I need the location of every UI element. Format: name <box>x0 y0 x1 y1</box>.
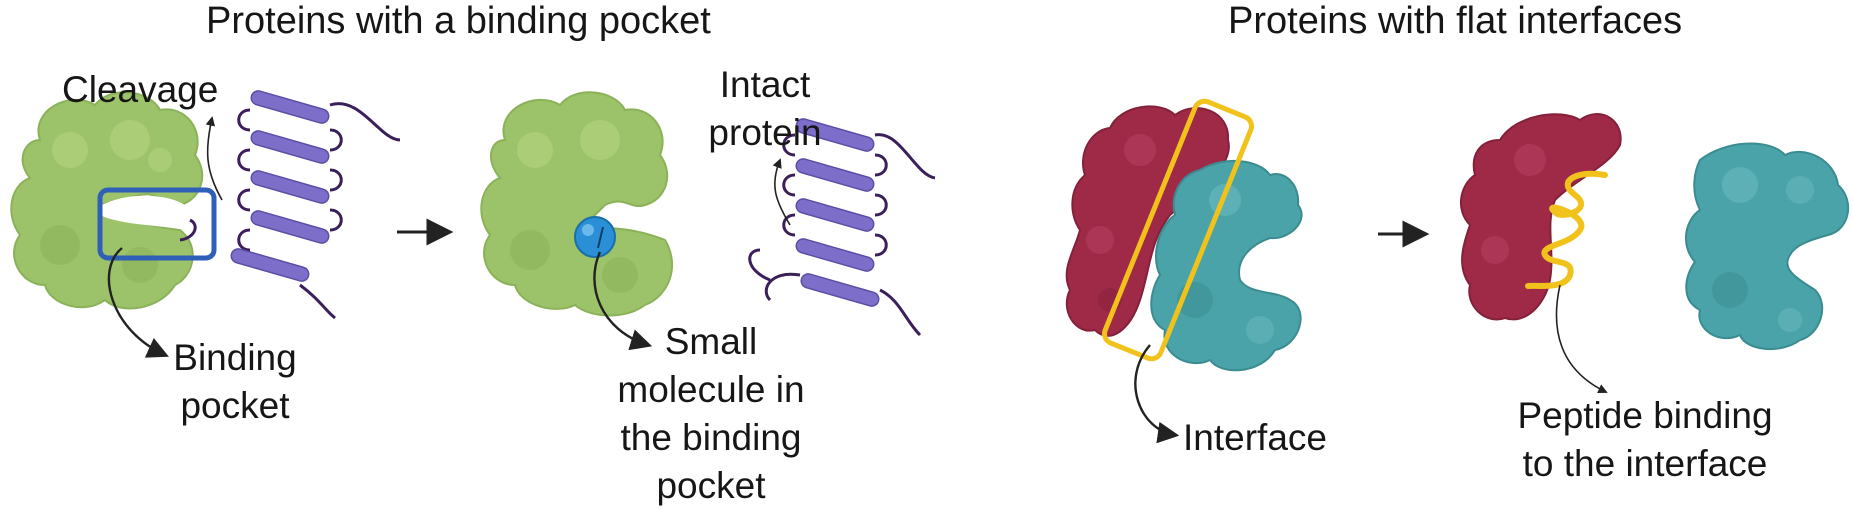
cleavage-arrow <box>205 116 223 201</box>
binding-pocket-arrow <box>107 247 169 358</box>
label-intact-line2: protein <box>708 112 822 153</box>
label-intact-line1: Intact <box>719 64 811 105</box>
label-small-molecule-line4: pocket <box>656 465 766 506</box>
pocket-protein-left <box>10 91 204 310</box>
label-interface: Interface <box>1183 417 1327 458</box>
substrate-protein-right <box>748 118 936 337</box>
pocket-protein-right <box>480 91 674 317</box>
label-binding-pocket-line1: Binding <box>173 337 297 378</box>
label-binding-pocket: Binding pocket <box>160 334 310 430</box>
interface-arrow <box>1134 344 1180 444</box>
label-small-molecule: Small molecule in the binding pocket <box>601 318 821 510</box>
label-cleavage: Cleavage <box>62 69 219 110</box>
label-peptide-line1: Peptide binding <box>1517 395 1773 436</box>
title-flat-interfaces: Proteins with flat interfaces <box>1228 0 1683 42</box>
label-small-molecule-line2: molecule in <box>617 369 805 410</box>
interface-box <box>1102 98 1254 362</box>
small-molecule <box>574 216 616 258</box>
substrate-protein-left <box>179 90 401 320</box>
label-small-molecule-line3: the binding <box>620 417 802 458</box>
label-small-molecule-line1: Small <box>664 321 758 362</box>
peptide-helix <box>1525 170 1608 290</box>
red-protein-right <box>1459 113 1622 321</box>
label-peptide-binding: Peptide binding to the interface <box>1490 392 1800 488</box>
label-intact-protein: Intact protein <box>690 61 840 157</box>
peptide-arrow <box>1555 284 1608 394</box>
small-molecule-arrow <box>593 251 653 351</box>
label-peptide-line2: to the interface <box>1522 443 1768 484</box>
binding-pocket-box <box>97 187 217 261</box>
intact-protein-arrow <box>772 158 791 226</box>
title-binding-pocket: Proteins with a binding pocket <box>206 0 711 42</box>
teal-protein-right <box>1684 142 1850 351</box>
label-binding-pocket-line2: pocket <box>180 385 290 426</box>
